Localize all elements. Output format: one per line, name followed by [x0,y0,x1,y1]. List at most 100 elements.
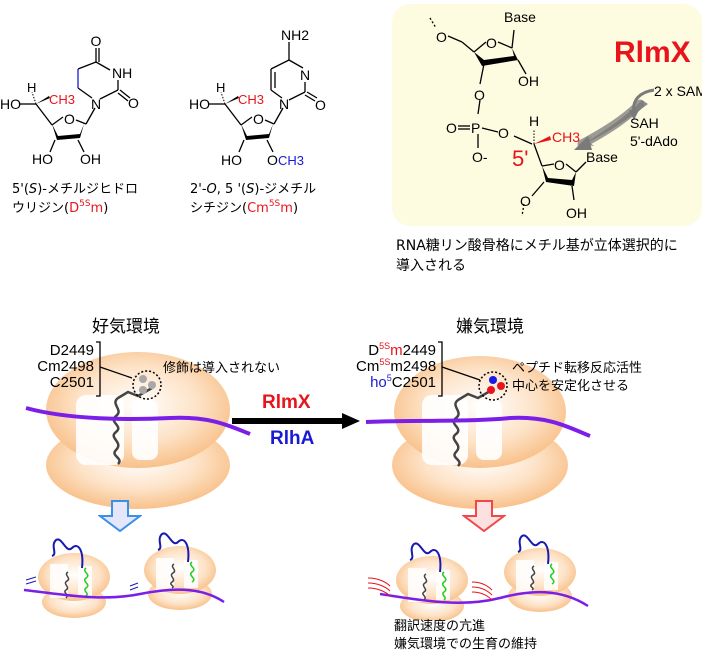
outcome-line2: 嫌気環境での生育の維持 [394,637,538,652]
atom-ho-bottom-left: HO [32,151,53,167]
atom-ring-o: O [64,111,75,127]
residue-part: m2498 [390,358,437,375]
residue-part: C2501 [391,374,436,391]
name-part: ウリジン( [12,201,70,216]
rlmx-reaction-panel [392,4,702,226]
ribosome-1 [38,538,110,618]
name-part: 2'- [190,182,207,197]
atom-o-right: O [128,95,139,111]
residue-part: D [368,342,380,359]
atom-n-ring: N [300,67,310,83]
modified-nucleotide-dot-red [487,386,495,394]
name-part: 5'( [12,182,29,197]
atom-ring-o: O [253,111,264,127]
motion-lines-fast [367,577,493,601]
outcome-text: 翻訳速度の亢進 嫌気環境での生育の維持 [394,618,537,654]
caption-line2: 導入される [396,258,466,274]
residue-d2449: D2449 [49,342,94,359]
atom-ho-left: HO [0,96,21,112]
name-part: , 5 '( [216,182,247,197]
mrna-strand [25,406,251,436]
atom-o-right: O [315,97,326,113]
unmodified-nucleotide-dot [139,386,147,394]
atom-nh2: NH2 [281,27,309,43]
active-site-circle [132,370,162,400]
note-line1: ペプチド転移反応活性 [512,361,643,376]
residue-part: m [390,342,403,359]
atom-o-ester: O [498,125,509,141]
atom-o-top: O [436,29,447,45]
atom-ch3-methyl: CH3 [278,153,304,168]
anaerobic-title: 嫌気環境 [456,317,524,337]
outcome-line1: 翻訳速度の亢進 [394,619,486,634]
aerobic-polysome-diagram [23,532,225,618]
abbr-sup: 5S [268,199,281,209]
active-site-circle [478,371,508,401]
name-italic: O [206,182,217,197]
atom-ring-o-bottom: O [554,157,565,173]
molecule-cm5sm-structure: NH2 N O N HO H CH3 O HO O CH3 [189,27,326,168]
motion-lines-slow [25,576,139,591]
residue-d5sm2449: D5Sm2449 [356,341,436,359]
name-part: ) [103,201,109,216]
nascent-chain [51,538,84,569]
abbr-base: Cm [247,201,269,216]
atom-h: H [216,80,225,95]
name-italic: S [246,182,255,197]
anaerobic-ribosome-diagram [365,341,591,509]
name-part: ) [292,201,299,216]
molecule-cm5sm-name: 2'-O, 5 '(S)-ジメチル シチジン(Cm5Sm) [190,180,316,218]
aerobic-down-arrow [98,500,142,532]
atom-ch3: CH3 [49,92,75,107]
atom-n: N [91,96,101,112]
name-part: )-ジメチル [254,182,317,197]
atom-oh-bottom-right: OH [80,151,101,167]
anaerobic-note: ペプチド転移反応活性 中心を安定化させる [512,360,642,396]
atom-ring-o-top: O [486,35,497,51]
atom-ch3: CH3 [552,129,580,145]
rna-backbone-structure: Base O O OH O O P O- O H CH3 5' O Base O… [429,9,702,221]
residue-ho5c2501: ho5C2501 [356,374,436,391]
atom-base-bottom: Base [586,149,618,165]
note-line2: 中心を安定化させる [512,379,630,394]
rlmx-caption: RNA糖リン酸骨格にメチル基が立体選択的に 導入される [396,236,678,276]
atom-ho-left: HO [189,96,210,112]
aerobic-title: 好気環境 [92,317,160,337]
transition-arrow [232,413,360,429]
name-part: シチジン( [190,201,248,216]
ribosome-1 [396,542,468,620]
position-5prime-label: 5' [512,146,528,171]
abbr-end: m [90,201,104,216]
mrna-strand [365,415,591,438]
name-part: )-メチルジヒドロ [37,182,138,197]
anaerobic-residue-list: D5Sm2449 Cm5Sm2498 ho5C2501 [356,341,437,391]
molecule-d5sm-structure: O NH O N HO H CH3 O HO OH [0,33,139,167]
product-sah-label: SAH [630,115,659,131]
nascent-chain [517,534,550,565]
substrate-label: 2 x SAM [654,83,702,99]
nascent-chain [157,532,190,563]
enzyme-rlmx-label: RlmX [614,36,691,69]
residue-c2501: C2501 [49,374,94,391]
aerobic-residue-list: D2449 Cm2498 C2501 [22,343,94,391]
abbr-end: m [280,201,293,216]
residue-cm5sm2498: Cm5Sm2498 [356,357,437,375]
atom-n: N [279,96,289,112]
residue-part: Cm [356,358,380,375]
anaerobic-polysome-diagram [367,534,589,620]
atom-o-link: O [474,87,485,103]
abbr-sup: 5S [79,199,91,209]
atom-p: P [471,120,480,136]
nascent-chain [409,542,442,573]
anaerobic-down-arrow [462,500,506,532]
atom-h: H [529,113,539,129]
atom-oh-bottom: OH [566,205,587,221]
aerobic-ribosome-diagram [25,341,251,509]
atom-ch3: CH3 [238,92,264,107]
residue-sup: 5S [379,341,391,351]
unmodified-nucleotide-dot [139,375,147,383]
residue-sup: 5S [379,357,391,367]
residue-part: 2449 [402,342,436,359]
atom-o-bottom: O [520,193,531,209]
molecule-d5sm-name: 5'(S)-メチルジヒドロ ウリジン(D5Sm) [12,180,138,218]
